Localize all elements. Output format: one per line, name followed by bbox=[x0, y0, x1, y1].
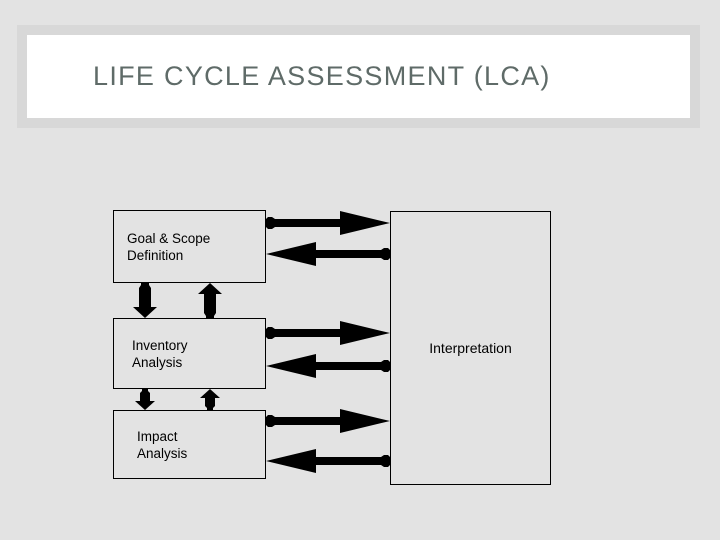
arrow-impact-to-inventory-icon bbox=[200, 389, 220, 410]
diagram-box-goal-scope[interactable]: Goal & Scope Definition bbox=[113, 210, 266, 283]
page-title: LIFE CYCLE ASSESSMENT (LCA) bbox=[93, 61, 551, 91]
arrow-impact-to-interpretation-icon bbox=[266, 409, 390, 433]
slide-title-banner-inner: LIFE CYCLE ASSESSMENT (LCA) bbox=[27, 35, 690, 118]
diagram-box-impact-analysis[interactable]: Impact Analysis bbox=[113, 410, 266, 479]
diagram-box-inventory-analysis[interactable]: Inventory Analysis bbox=[113, 318, 266, 389]
arrow-inventory-to-goal-scope-icon bbox=[198, 283, 222, 318]
diagram-box-interpretation[interactable]: Interpretation bbox=[390, 211, 551, 485]
slide-title-banner: LIFE CYCLE ASSESSMENT (LCA) bbox=[17, 25, 700, 128]
diagram-box-impact-analysis-label: Impact Analysis bbox=[137, 428, 188, 461]
arrow-inventory-to-impact-icon bbox=[135, 389, 155, 410]
diagram-box-goal-scope-label: Goal & Scope Definition bbox=[127, 230, 211, 263]
arrow-interpretation-to-inventory-icon bbox=[266, 354, 390, 378]
diagram-box-inventory-analysis-label: Inventory Analysis bbox=[132, 337, 188, 370]
arrow-goal-scope-to-interpretation-icon bbox=[266, 211, 390, 235]
arrow-interpretation-to-impact-icon bbox=[266, 449, 390, 473]
arrow-inventory-to-interpretation-icon bbox=[266, 321, 390, 345]
arrow-goal-scope-to-inventory-icon bbox=[133, 283, 157, 318]
diagram-box-interpretation-label: Interpretation bbox=[429, 339, 512, 356]
arrow-interpretation-to-goal-scope-icon bbox=[266, 242, 390, 266]
